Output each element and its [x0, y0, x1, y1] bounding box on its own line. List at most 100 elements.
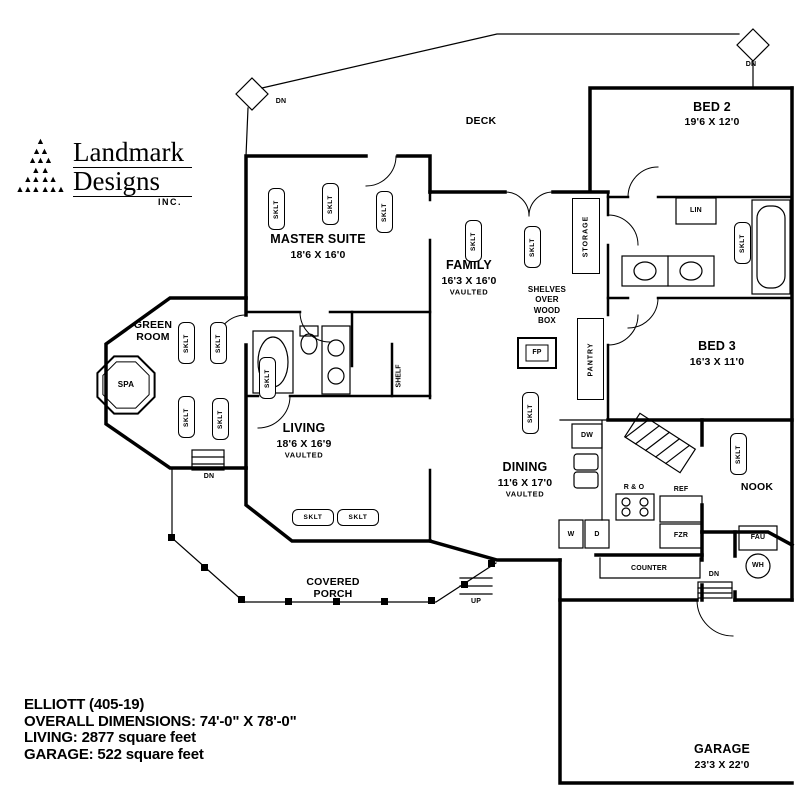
room-label-living: LIVING [282, 420, 326, 435]
sink [679, 261, 703, 281]
skylight: SKLT [210, 322, 227, 364]
plan-living-area: LIVING: 2877 square feet [24, 729, 196, 746]
label-range-oven: R & O [623, 483, 645, 491]
kitchen-island [623, 412, 697, 474]
room-dims-dining: 11'6 X 17'0 [497, 476, 553, 489]
linen-closet [675, 197, 717, 225]
room-label-garage: GARAGE [693, 741, 751, 756]
skylight: SKLT [522, 392, 539, 434]
skylight: SKLT [524, 226, 541, 268]
skylight: SKLT [212, 398, 229, 440]
label-steps-down-garage: DN [708, 570, 720, 578]
label-steps-down-green-room: DN [203, 472, 215, 480]
logo-inc: INC. [157, 197, 182, 207]
label-fau: FAU [750, 533, 766, 541]
plan-garage-area: GARAGE: 522 square feet [24, 745, 204, 763]
skylight: SKLT [268, 188, 285, 230]
skylight: SKLT [178, 322, 195, 364]
label-fireplace: FP [532, 348, 542, 356]
label-freezer: FZR [673, 531, 689, 539]
range-oven [615, 493, 655, 521]
closet-pantry: PANTRY [577, 318, 604, 400]
sink-bowl [573, 453, 599, 471]
label-refrigerator: REF [673, 485, 689, 493]
label-dishwasher: DW [580, 431, 594, 439]
room-note-family-vaulted: VAULTED [449, 287, 489, 297]
room-label-bed3: BED 3 [698, 338, 736, 353]
skylight: SKLT [376, 191, 393, 233]
sink [633, 261, 657, 281]
room-dims-living: 18'6 X 16'9 [276, 437, 332, 450]
label-linen: LIN [690, 206, 702, 214]
closet-storage: STORAGE [572, 198, 600, 274]
tub-surround [751, 199, 791, 295]
tub [756, 205, 786, 289]
room-dims-garage: 23'3 X 22'0 [694, 758, 750, 771]
interior-walls [244, 190, 794, 543]
room-label-deck: DECK [465, 114, 497, 127]
room-note-dining-vaulted: VAULTED [505, 489, 545, 499]
plan-title: ELLIOTT (405-19) [24, 696, 145, 713]
label-dryer: D [594, 530, 600, 538]
label-water-heater: WH [751, 561, 765, 569]
sink [327, 339, 345, 357]
room-dims-bed3: 16'3 X 11'0 [689, 355, 745, 368]
closet-shelf-label: SHELF [395, 364, 403, 388]
logo-text: Landmark Designs INC. [73, 137, 192, 207]
room-label-nook: NOOK [740, 480, 774, 493]
sink-bowl [573, 471, 599, 489]
room-label-master-suite: MASTER SUITE [270, 231, 366, 246]
closet-storage-label: STORAGE [582, 215, 590, 257]
skylight: SKLT [292, 509, 334, 526]
skylight: SKLT [730, 433, 747, 475]
spa-octagon [96, 355, 156, 415]
logo-triangles-icon: ▲ ▲▲ ▲▲▲ ▲ ▲ ▲▲ ▲▲ ▲▲▲ ▲▲▲ [15, 136, 66, 194]
toilet-tank [299, 325, 319, 337]
room-note-living-vaulted: VAULTED [284, 450, 324, 460]
room-dims-master-suite: 18'6 X 16'0 [290, 248, 346, 261]
door-swings [215, 155, 734, 637]
refrigerator [659, 495, 703, 523]
room-label-bed2: BED 2 [693, 99, 731, 114]
skylight: SKLT [259, 357, 276, 399]
logo-name-line2: Designs [73, 168, 192, 197]
room-label-family: FAMILY [446, 257, 492, 272]
hall-bath-fixtures [621, 197, 791, 295]
washer [558, 519, 584, 549]
plan-info-block: ELLIOTT (405-19) OVERALL DIMENSIONS: 74'… [24, 696, 297, 763]
logo-name-line1: Landmark [73, 139, 192, 168]
fixture-label-spa: SPA [117, 379, 135, 389]
freezer [659, 523, 703, 549]
toilet [300, 333, 318, 355]
skylight: SKLT [322, 183, 339, 225]
exterior-walls [104, 86, 795, 785]
note-shelves-over-wood-box: SHELVES OVER WOOD BOX [527, 285, 567, 326]
dishwasher [571, 423, 603, 449]
counter-niche [599, 557, 701, 579]
skylight: SKLT [337, 509, 379, 526]
room-dims-bed2: 19'6 X 12'0 [684, 115, 740, 128]
fau-unit [738, 525, 778, 551]
skylight: SKLT [734, 222, 751, 264]
kitchen-fixtures [558, 412, 778, 579]
skylight: SKLT [465, 220, 482, 262]
deck-railing [235, 28, 770, 157]
room-dims-family: 16'3 X 16'0 [441, 274, 497, 287]
closet-pantry-label: PANTRY [587, 342, 594, 376]
landmark-logo: ▲ ▲▲ ▲▲▲ ▲ ▲ ▲▲ ▲▲ ▲▲▲ ▲▲▲ Landmark Desi… [12, 136, 192, 207]
label-steps-down-deck-left: DN [275, 97, 287, 105]
room-label-green-room: GREEN ROOM [133, 318, 173, 343]
water-heater [745, 553, 771, 579]
label-washer: W [567, 530, 575, 538]
label-steps-down-deck-right: DN [745, 60, 757, 68]
sink [327, 367, 345, 385]
dryer [584, 519, 610, 549]
label-counter: COUNTER [630, 564, 668, 572]
porch-posts [168, 534, 495, 605]
steps [191, 449, 733, 599]
vanity [321, 325, 351, 395]
plan-overall-dimensions: OVERALL DIMENSIONS: 74'-0" X 78'-0" [24, 712, 297, 730]
fireplace [517, 337, 557, 369]
